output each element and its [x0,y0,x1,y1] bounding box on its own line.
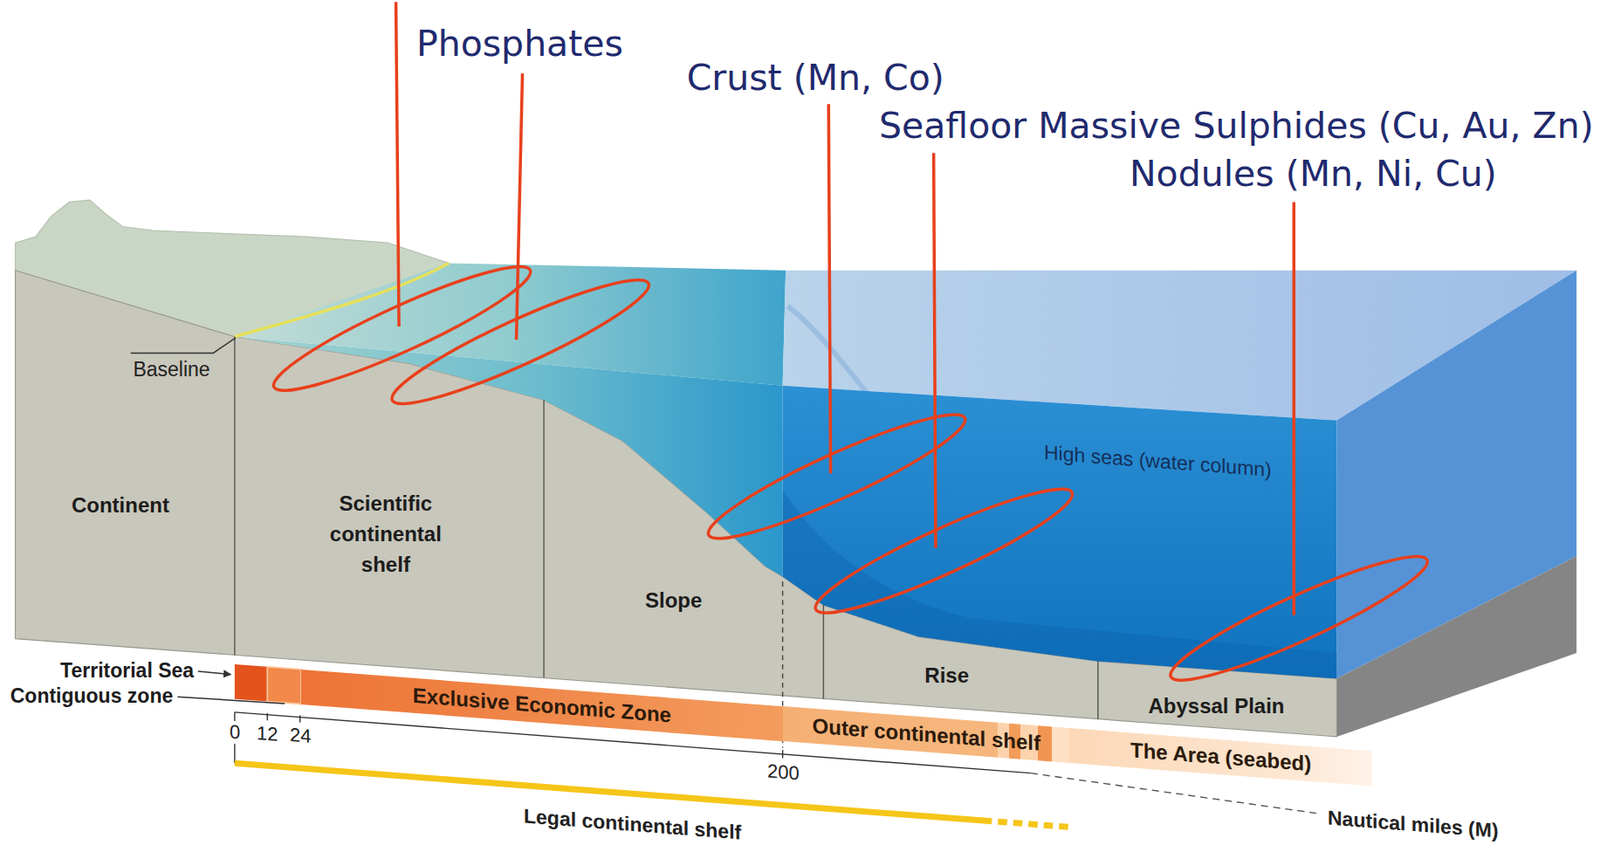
zone-label: Scientific continental shelf [320,487,452,580]
leader-line [1292,201,1297,615]
distance-axis-extension [1030,773,1317,814]
territorial-arrow [198,671,231,675]
resource-ellipse [806,472,1082,631]
zone-label: Rise [924,659,969,691]
zone-label: Territorial Sea [60,659,194,683]
zone-label: Contiguous zone [10,684,174,708]
seabed-side-face [1336,556,1577,737]
coastline [234,263,449,337]
zone-label: Nautical miles (M) [1327,806,1499,844]
baseline-leader [130,337,236,354]
axis-tick [782,749,783,758]
zone-label: Continent [71,489,170,521]
territorial-sea-band [234,664,268,702]
zone-label: Abyssal Plain [1147,690,1285,722]
leader-line [933,152,936,548]
seabed-front-face [15,270,1338,737]
resource-ellipse [1161,539,1437,698]
zone-band: Outer continental shelf [782,706,1070,763]
distance-number: 200 [765,759,802,785]
resource-ellipse [383,262,659,421]
resource-label: Seafloor Massive Sulphides (Cu, Au, Zn) [878,104,1594,147]
zone-divider [1097,660,1099,720]
band-label: Outer continental shelf [811,713,1040,756]
leader-line [828,103,831,474]
resource-label: Crust (Mn, Co) [686,56,945,99]
legal-shelf-bar-extension [997,821,1072,827]
zone-divider [542,399,544,678]
band-label: The Area (seabed) [1130,737,1312,776]
contiguous-zone-band [267,666,302,705]
leader-line [516,73,523,340]
zone-divider [233,336,235,656]
leader-line [396,1,400,327]
baseline-label: Baseline [132,357,210,382]
zone-band: The Area (seabed) [1069,727,1373,786]
distance-number: 12 [254,721,280,746]
distance-number: 0 [227,721,242,745]
resource-label: Phosphates [416,22,624,65]
zone-label: Legal continental shelf [523,804,742,845]
band-label: Exclusive Economic Zone [412,682,672,728]
deep-seabed-shade [782,489,1338,679]
contiguous-leader [177,696,285,704]
resource-label: Nodules (Mn, Ni, Cu) [1129,152,1497,195]
zone-label: Slope [645,584,702,616]
high-seas-front [782,385,1338,679]
axis-tick [299,714,301,722]
zone-divider [823,604,825,700]
distance-number: 24 [288,723,313,749]
axis-tick [267,713,268,721]
